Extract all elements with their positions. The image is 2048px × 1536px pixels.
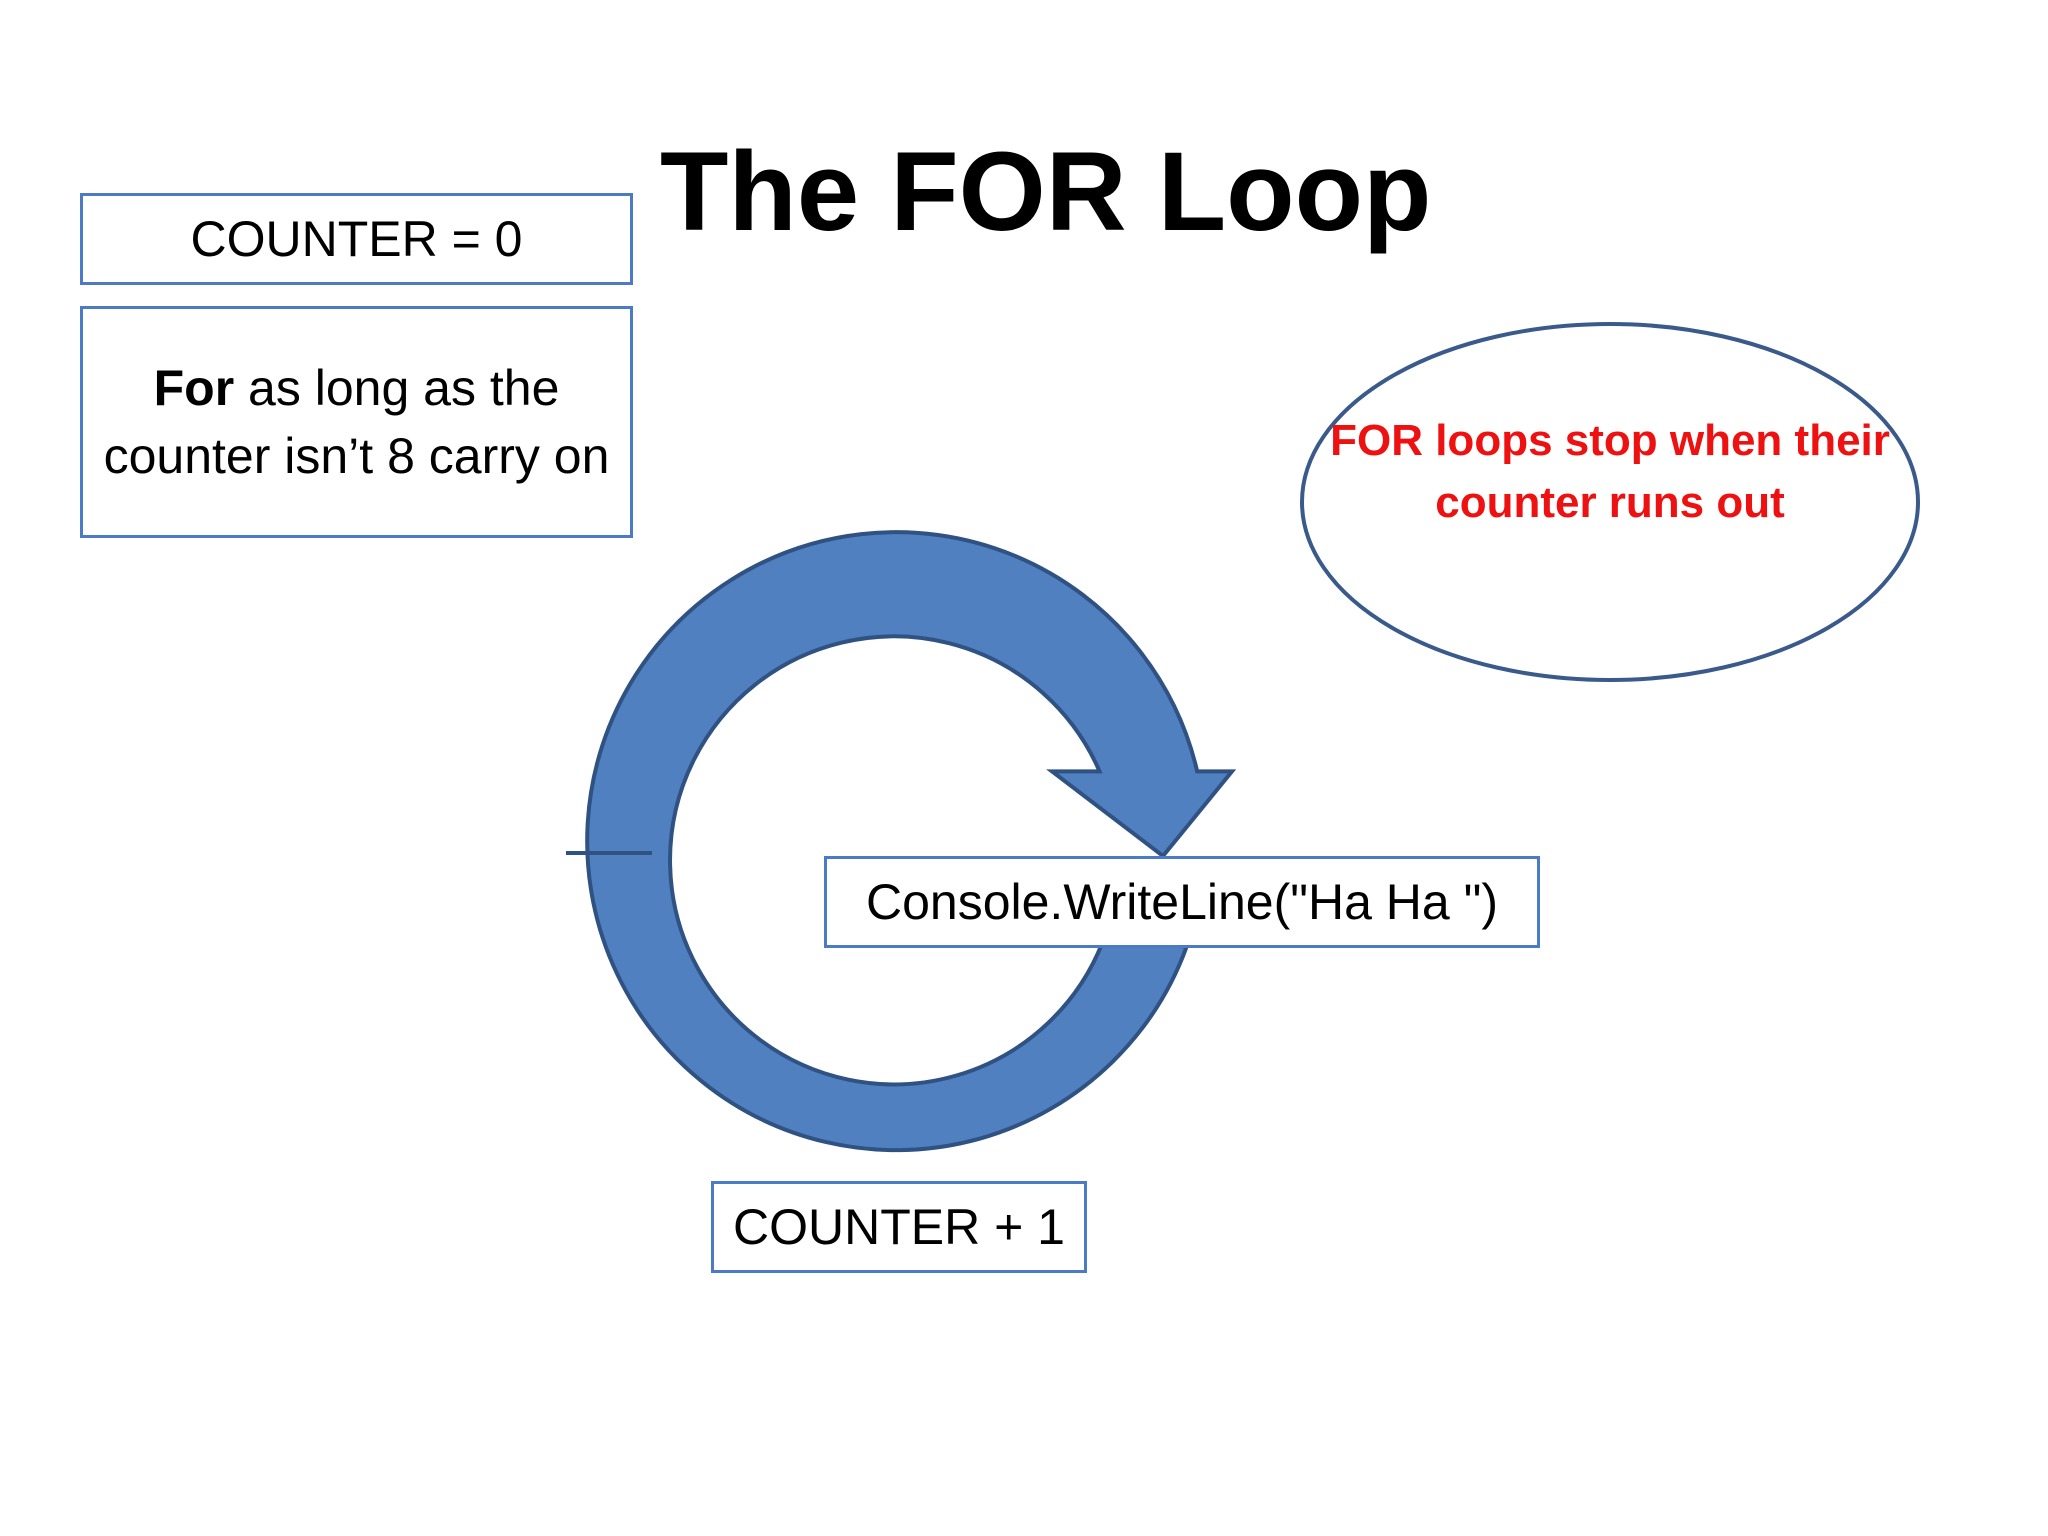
note-text: FOR loops stop when their counter runs o… — [1330, 416, 1890, 527]
arrow-ring — [585, 530, 1237, 1153]
circular-arrow-icon — [566, 530, 1237, 1153]
condition-rest: as long as the counter isn’t 8 carry on — [103, 360, 610, 484]
note-ellipse — [1300, 322, 1920, 682]
loop-condition-text: For as long as the counter isn’t 8 carry… — [103, 354, 610, 490]
loop-body-text: Console.WriteLine("Ha Ha ") — [865, 874, 1499, 930]
counter-init-text: COUNTER = 0 — [190, 211, 523, 267]
slide-title: The FOR Loop — [660, 129, 1432, 254]
counter-increment-text: COUNTER + 1 — [732, 1199, 1065, 1255]
condition-keyword: For — [153, 360, 235, 416]
loop-condition-box: For as long as the counter isn’t 8 carry… — [80, 306, 633, 538]
loop-body-box: Console.WriteLine("Ha Ha ") — [824, 856, 1540, 948]
counter-init-box: COUNTER = 0 — [80, 193, 633, 285]
counter-increment-box: COUNTER + 1 — [711, 1181, 1087, 1273]
